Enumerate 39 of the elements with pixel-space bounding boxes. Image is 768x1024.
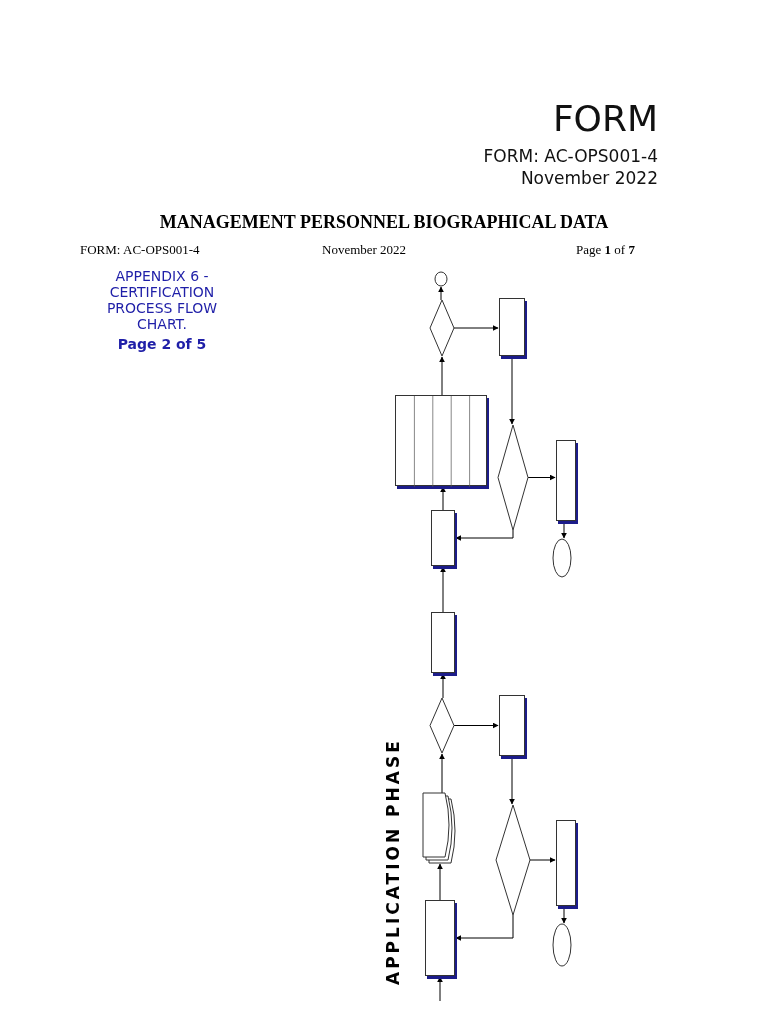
process-box [499,695,525,756]
page-number: Page 2 of 5 [116,336,208,352]
arrow [437,976,443,1002]
form-date: November 2022 [520,168,658,188]
document-stack [423,793,455,863]
form-date: November 2022 [322,242,407,258]
arrow [529,857,556,863]
arrow [440,566,446,613]
form-number: FORM: AC-OPS001-4 [483,146,658,166]
arrow [440,673,446,699]
arrow [453,325,499,331]
decision-diamond [430,300,454,356]
form-heading: FORM [552,98,658,139]
process-box [431,612,455,673]
terminator-oval [553,924,571,966]
arrow [455,529,514,541]
arrow [453,722,499,729]
process-box [395,395,487,486]
process-box [556,440,576,521]
arrow [440,486,446,511]
arrow [439,753,445,794]
process-box [431,510,455,566]
arrow [437,863,443,901]
arrow [438,286,444,301]
page-title: MANAGEMENT PERSONNEL BIOGRAPHICAL DATA [158,212,610,233]
page-number: Page 1 of 7 [576,242,635,258]
form-number: FORM: AC-OPS001-4 [80,242,200,258]
arrow [439,356,445,396]
arrow [527,474,556,481]
decision-diamond [498,425,528,530]
process-box [425,900,455,976]
process-box [499,298,525,356]
arrow [455,914,514,941]
process-box [556,820,576,906]
terminator-oval [553,539,571,577]
decision-diamond [430,698,454,753]
connector-circle [435,272,447,286]
appendix-heading: APPENDIX 6 - CERTIFICATION PROCESS FLOW CHART. [105,268,219,332]
decision-diamond [496,805,530,915]
